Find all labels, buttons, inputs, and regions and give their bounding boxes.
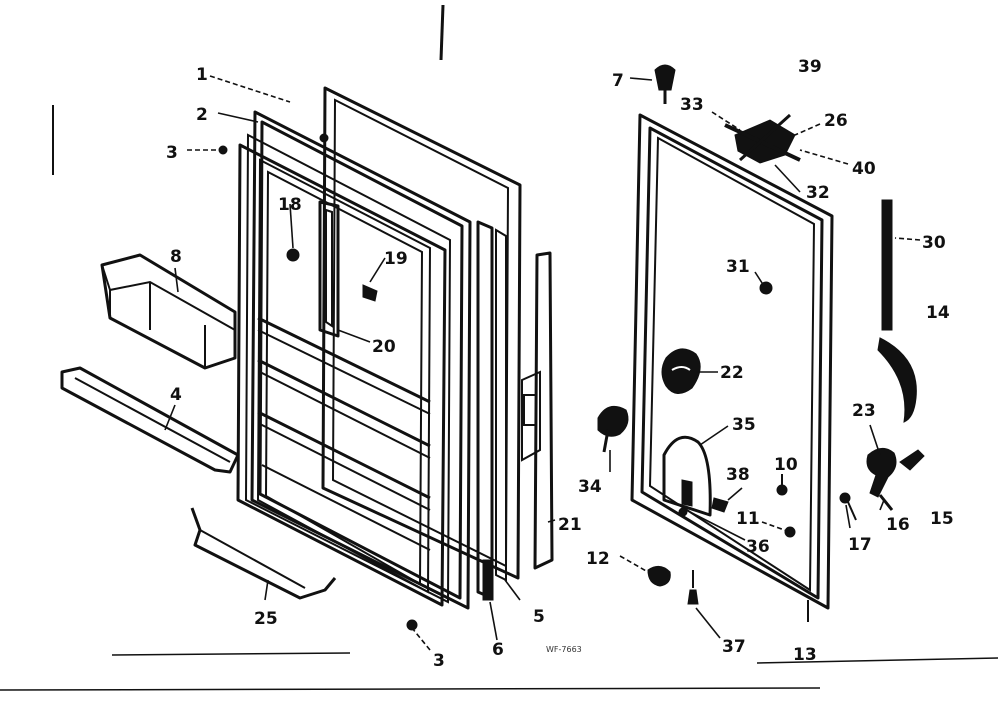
callout-17: 17 [848, 535, 872, 555]
inner-door-frame [630, 113, 834, 610]
left-leaders [164, 75, 556, 651]
callout-12: 12 [586, 549, 610, 569]
callout-10: 10 [774, 455, 798, 475]
callout-8: 8 [170, 247, 182, 267]
shelf-basket [100, 253, 237, 370]
scan-artifacts [0, 4, 999, 691]
callout-7: 7 [612, 71, 624, 91]
callout-labels: 1 2 3 3 4 5 6 7 8 10 11 12 13 14 15 16 1… [166, 57, 954, 671]
callout-38: 38 [726, 465, 750, 485]
callout-11: 11 [736, 509, 760, 529]
door-outer-panel [236, 110, 472, 610]
callout-33: 33 [680, 95, 704, 115]
callout-6: 6 [492, 640, 504, 660]
door-inner-liner [256, 158, 432, 594]
callout-20: 20 [372, 337, 396, 357]
bottom-rail [190, 507, 337, 600]
callout-36: 36 [746, 537, 770, 557]
callout-22: 22 [720, 363, 744, 383]
callout-23: 23 [852, 401, 876, 421]
callout-3: 3 [166, 143, 178, 163]
door-handle [318, 200, 340, 338]
callout-3: 3 [433, 651, 445, 671]
callout-1: 1 [196, 65, 208, 85]
callout-40: 40 [852, 159, 876, 179]
shelf-bar [60, 366, 240, 474]
callout-34: 34 [578, 477, 602, 497]
callout-30: 30 [922, 233, 946, 253]
callout-13: 13 [793, 645, 817, 665]
diagram-code: WF-7663 [546, 645, 582, 654]
callout-16: 16 [886, 515, 910, 535]
callout-19: 19 [384, 249, 408, 269]
callout-26: 26 [824, 111, 848, 131]
callout-39: 39 [798, 57, 822, 77]
callout-37: 37 [722, 637, 746, 657]
inner-door-hardware [597, 64, 925, 622]
callout-2: 2 [196, 105, 208, 125]
callout-25: 25 [254, 609, 278, 629]
callout-5: 5 [533, 607, 545, 627]
hinge-bracket [521, 251, 554, 570]
door-edge-strips [476, 220, 507, 601]
callout-18: 18 [278, 195, 302, 215]
callout-31: 31 [726, 257, 750, 277]
callout-4: 4 [170, 385, 182, 405]
callout-32: 32 [806, 183, 830, 203]
callout-21: 21 [558, 515, 582, 535]
callout-14: 14 [926, 303, 950, 323]
door-screws [218, 133, 418, 631]
right-leaders [609, 77, 921, 639]
callout-15: 15 [930, 509, 954, 529]
callout-35: 35 [732, 415, 756, 435]
